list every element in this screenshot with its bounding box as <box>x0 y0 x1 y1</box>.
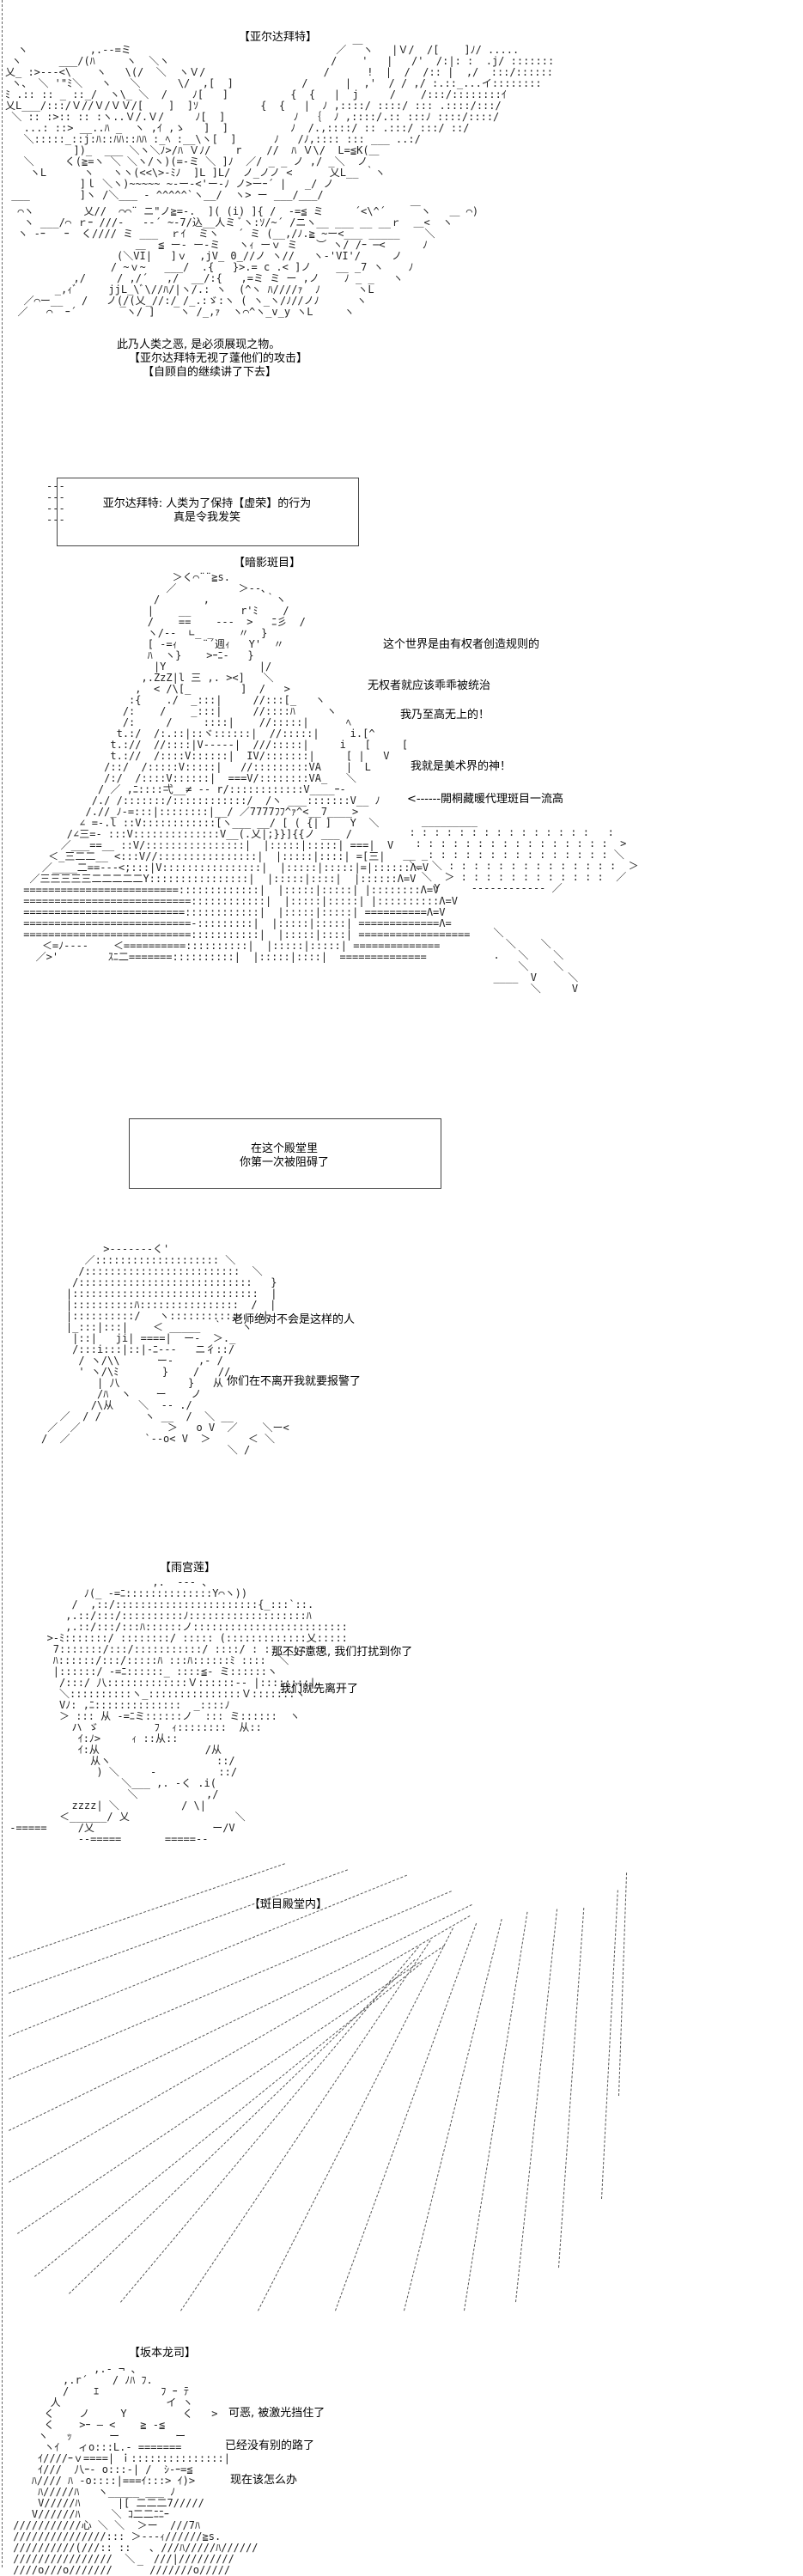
speaker-heading: 【暗影斑目】 <box>234 557 301 569</box>
speech-box <box>57 478 359 546</box>
speech-line: 那不好意思, 我们打扰到你了 <box>271 1646 413 1659</box>
speech-line: 真是令我发笑 <box>173 511 240 524</box>
light-ray <box>558 1908 585 2268</box>
location-heading: 【斑目殿堂内】 <box>249 1898 328 1911</box>
left-dashed-rule <box>2 0 3 2567</box>
ascii-art-ren: ,. -‐‐ 、 ﾉ(_ ‐=ﾆ::::::::::::::Y⌒ヽ)) / ,:… <box>9 1576 348 1845</box>
ascii-art-wings: ヽ ,.--=ミ ／ ￣ヽ |Ｖ/ /[ ]ﾉ/ ..... ヽ ___/(ﾊ … <box>5 44 555 201</box>
light-ray <box>515 1909 558 2303</box>
speech-line: 我乃至高无上的！ <box>400 709 490 722</box>
light-ray <box>601 1890 618 2200</box>
ascii-art-rays: ＼ ＼ ＼ . ＼ ＼ ＼ ＼ ____ V ＼ ＼ V <box>493 927 579 995</box>
light-ray <box>9 1903 472 2131</box>
ascii-art-ryuji: ,.- ¬ 、 ,.r´ / ﾉﾊ ﾌ. / ｴ ﾌ ｰ ﾃ 人 イ ヽ く ノ… <box>13 2363 259 2576</box>
speech-line: 无权者就应该乖乖被统治 <box>368 679 491 692</box>
ascii-art-madarame: ＞く⌒¨¨≧s. ／ ＞-‐､ / , ｀ヽ | __ r'ﾐ / / == -… <box>23 571 471 963</box>
narration-line: 此乃人类之恶, 是必须展现之物。 <box>117 338 281 351</box>
speech-line: 你们在不离开我就要报警了 <box>227 1375 362 1388</box>
light-ray <box>404 1918 502 2311</box>
narration-line: 【亚尔达拜特无视了蓬他们的攻击】 <box>129 352 308 365</box>
light-ray <box>9 1869 349 1994</box>
light-ray <box>180 1940 431 2311</box>
light-ray <box>17 1945 445 2234</box>
speech-line: 亚尔达拜特: 人类为了保持【虚荣】的行为 <box>102 497 312 510</box>
box-dashes: --- --- --- --- <box>46 480 65 526</box>
light-ray <box>120 1946 419 2303</box>
narration-line: 【自顾自的继续讲了下去】 <box>143 366 277 379</box>
ascii-art-student: >-------く' ／:::::::::::::::::::: ＼ /::::… <box>41 1243 289 1456</box>
speech-line: 这个世界是由有权者创造规则的 <box>383 638 540 651</box>
speech-line: 老师绝对不会是这样的人 <box>232 1313 356 1326</box>
light-ray <box>9 1863 285 1959</box>
narration-line: 在这个殿堂里 <box>250 1142 318 1155</box>
light-ray <box>69 1958 416 2294</box>
speech-line: 可恶, 被激光挡住了 <box>228 2407 325 2420</box>
light-ray <box>464 1911 528 2311</box>
ascii-art-stand: _________ : : : : : : : : : : : : : : : … <box>403 815 639 894</box>
light-ray <box>9 1874 407 2037</box>
speech-line: 现在该怎么办 <box>230 2474 298 2487</box>
narration-line: 你第一次被阻碍了 <box>239 1156 329 1169</box>
speaker-heading: 【雨宫莲】 <box>160 1562 216 1574</box>
speaker-heading: 【亚尔达拜特】 <box>239 31 318 44</box>
narration-box <box>129 1118 441 1189</box>
light-ray <box>618 1873 628 2097</box>
speaker-heading: 【坂本龙司】 <box>129 2347 197 2360</box>
speech-line: 我就是美术界的神！ <box>411 760 512 773</box>
ascii-art-body: ⌒ヽ 乂// ⌒⌒¨ ニ"ノ≧=-. ]( (i) ]{ / -=≦ ミ ´<\… <box>17 205 479 318</box>
arrow-label: <------開桐藏暖代理斑目一流高 <box>407 793 564 806</box>
speech-line: 已经没有别的路了 <box>225 2439 315 2452</box>
speech-line: 我们就先离开了 <box>280 1683 359 1696</box>
